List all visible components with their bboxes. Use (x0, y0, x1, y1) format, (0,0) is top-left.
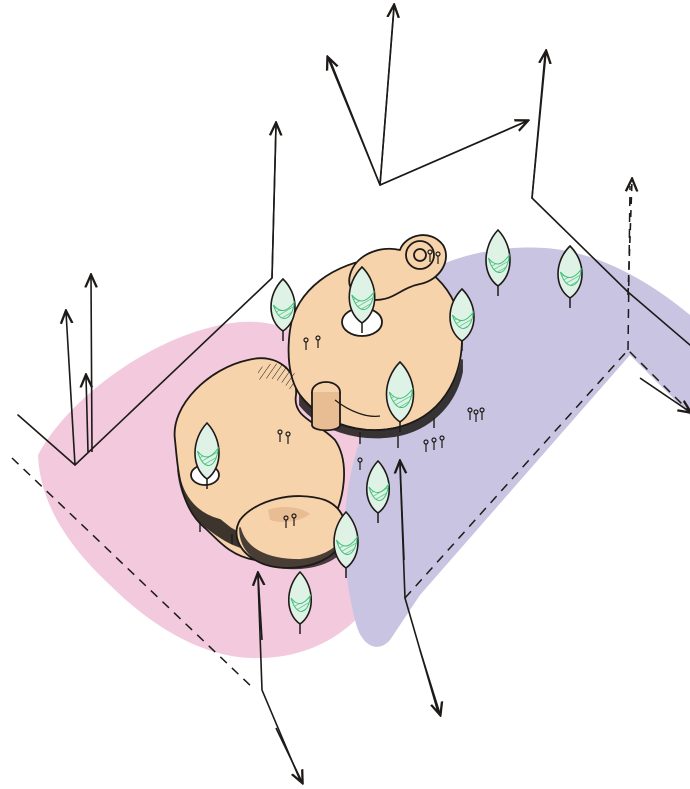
arrow-icon (380, 6, 394, 185)
arrow-icon (532, 52, 546, 198)
arrow-icon (380, 121, 527, 185)
arrow-icon (328, 58, 380, 185)
arrow-icon (420, 650, 440, 714)
arrow-icon (276, 728, 302, 782)
arrow-icon (91, 276, 92, 452)
arrow-icon (272, 124, 276, 278)
